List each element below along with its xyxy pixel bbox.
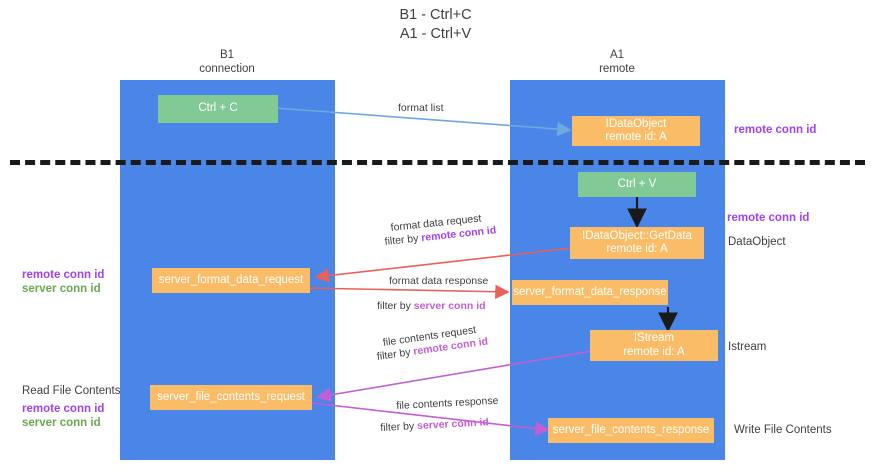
box-idataobject[interactable]: IDataObject remote id: A [572,116,700,146]
box-getdata-remote-id: remote id: A [606,243,668,255]
box-ctrl-v-label: Ctrl + V [617,177,657,190]
annotation-dataobject: DataObject [728,236,786,248]
column-header-a1: A1 remote [542,48,692,76]
annotation-istream: Istream [728,341,767,353]
annotation-write-file-contents: Write File Contents [734,424,832,436]
box-istream[interactable]: IStream remote id: A [590,330,718,361]
box-server-file-contents-request[interactable]: server_file_contents_request [150,385,312,410]
label-format-data-response-filter: filter by server conn id [377,300,486,312]
annotation-left-server-conn-id: server conn id [22,283,101,295]
annotation-remote-conn-id-top: remote conn id [734,124,817,136]
column-header-a1-sub: remote [599,63,635,75]
box-server-format-data-response-label: server_format_data_response [513,285,667,298]
title-line-1: B1 - Ctrl+C [399,7,472,23]
annotation-left2-remote-conn-id: remote conn id [22,403,105,415]
connector-format-list [274,107,572,137]
annotation-remote-conn-id-mid: remote conn id [727,212,810,224]
box-istream-remote-id: remote id: A [623,345,685,358]
box-server-file-contents-response-label: server_file_contents_response [552,423,710,436]
box-ctrl-c-label: Ctrl + C [198,102,238,115]
box-istream-title: IStream [633,332,675,344]
label-format-data-response: format data response [389,275,489,287]
box-server-format-data-request-label: server_format_data_request [158,273,304,286]
box-server-format-data-response[interactable]: server_format_data_response [512,280,668,305]
box-ctrl-v[interactable]: Ctrl + V [578,172,696,197]
title-line-2: A1 - Ctrl+V [399,26,472,42]
annotation-left-remote-conn-id: remote conn id [22,269,105,281]
annotation-left-conn-ids-2: remote conn id server conn id [22,402,104,430]
connector-file-contents-request [316,350,593,402]
diagram-title: B1 - Ctrl+C A1 - Ctrl+V [0,6,871,44]
annotation-left2-server-conn-id: server conn id [22,417,101,429]
key-server-conn-id: server conn id [413,300,486,312]
column-header-b1-name: B1 [219,49,235,61]
box-idataobject-getdata[interactable]: IDataObject::GetData remote id: A [570,227,704,259]
box-getdata-title: IDataObject::GetData [582,229,692,242]
column-header-b1-sub: connection [199,63,255,75]
connector-format-data-response [305,284,510,299]
box-idataobject-remote-id: remote id: A [605,131,667,143]
box-server-file-contents-response[interactable]: server_file_contents_response [548,418,714,443]
box-server-file-contents-request-label: server_file_contents_request [157,390,305,403]
box-ctrl-c[interactable]: Ctrl + C [158,95,278,123]
column-header-a1-name: A1 [609,49,625,61]
annotation-read-file-contents: Read File Contents [22,385,121,397]
column-header-b1: B1 connection [152,48,302,76]
connector-format-data-request [314,247,573,283]
connector-file-contents-response [311,402,550,436]
box-server-format-data-request[interactable]: server_format_data_request [152,268,310,293]
annotation-left-conn-ids: remote conn id server conn id [22,268,104,296]
phase-divider [10,160,865,165]
key-server-conn-id-2: server conn id [416,416,490,433]
box-idataobject-title: IDataObject [605,117,667,130]
label-format-list: format list [398,102,444,114]
